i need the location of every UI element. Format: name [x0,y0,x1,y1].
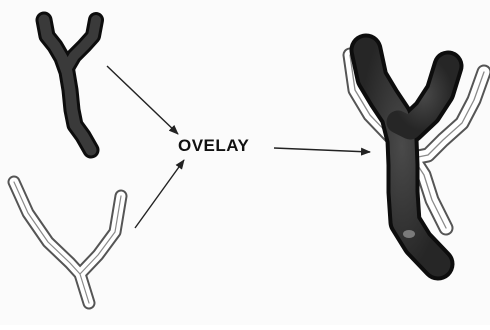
arrow-from-dark-shape [107,66,178,134]
overlay-label: OVELAY [178,136,249,156]
arrow-to-result [274,148,370,152]
outline-y-shape [14,182,121,303]
dark-y-shape [44,20,96,150]
arrow-from-outline-shape [135,160,184,228]
overlaid-y-shapes [350,50,484,264]
